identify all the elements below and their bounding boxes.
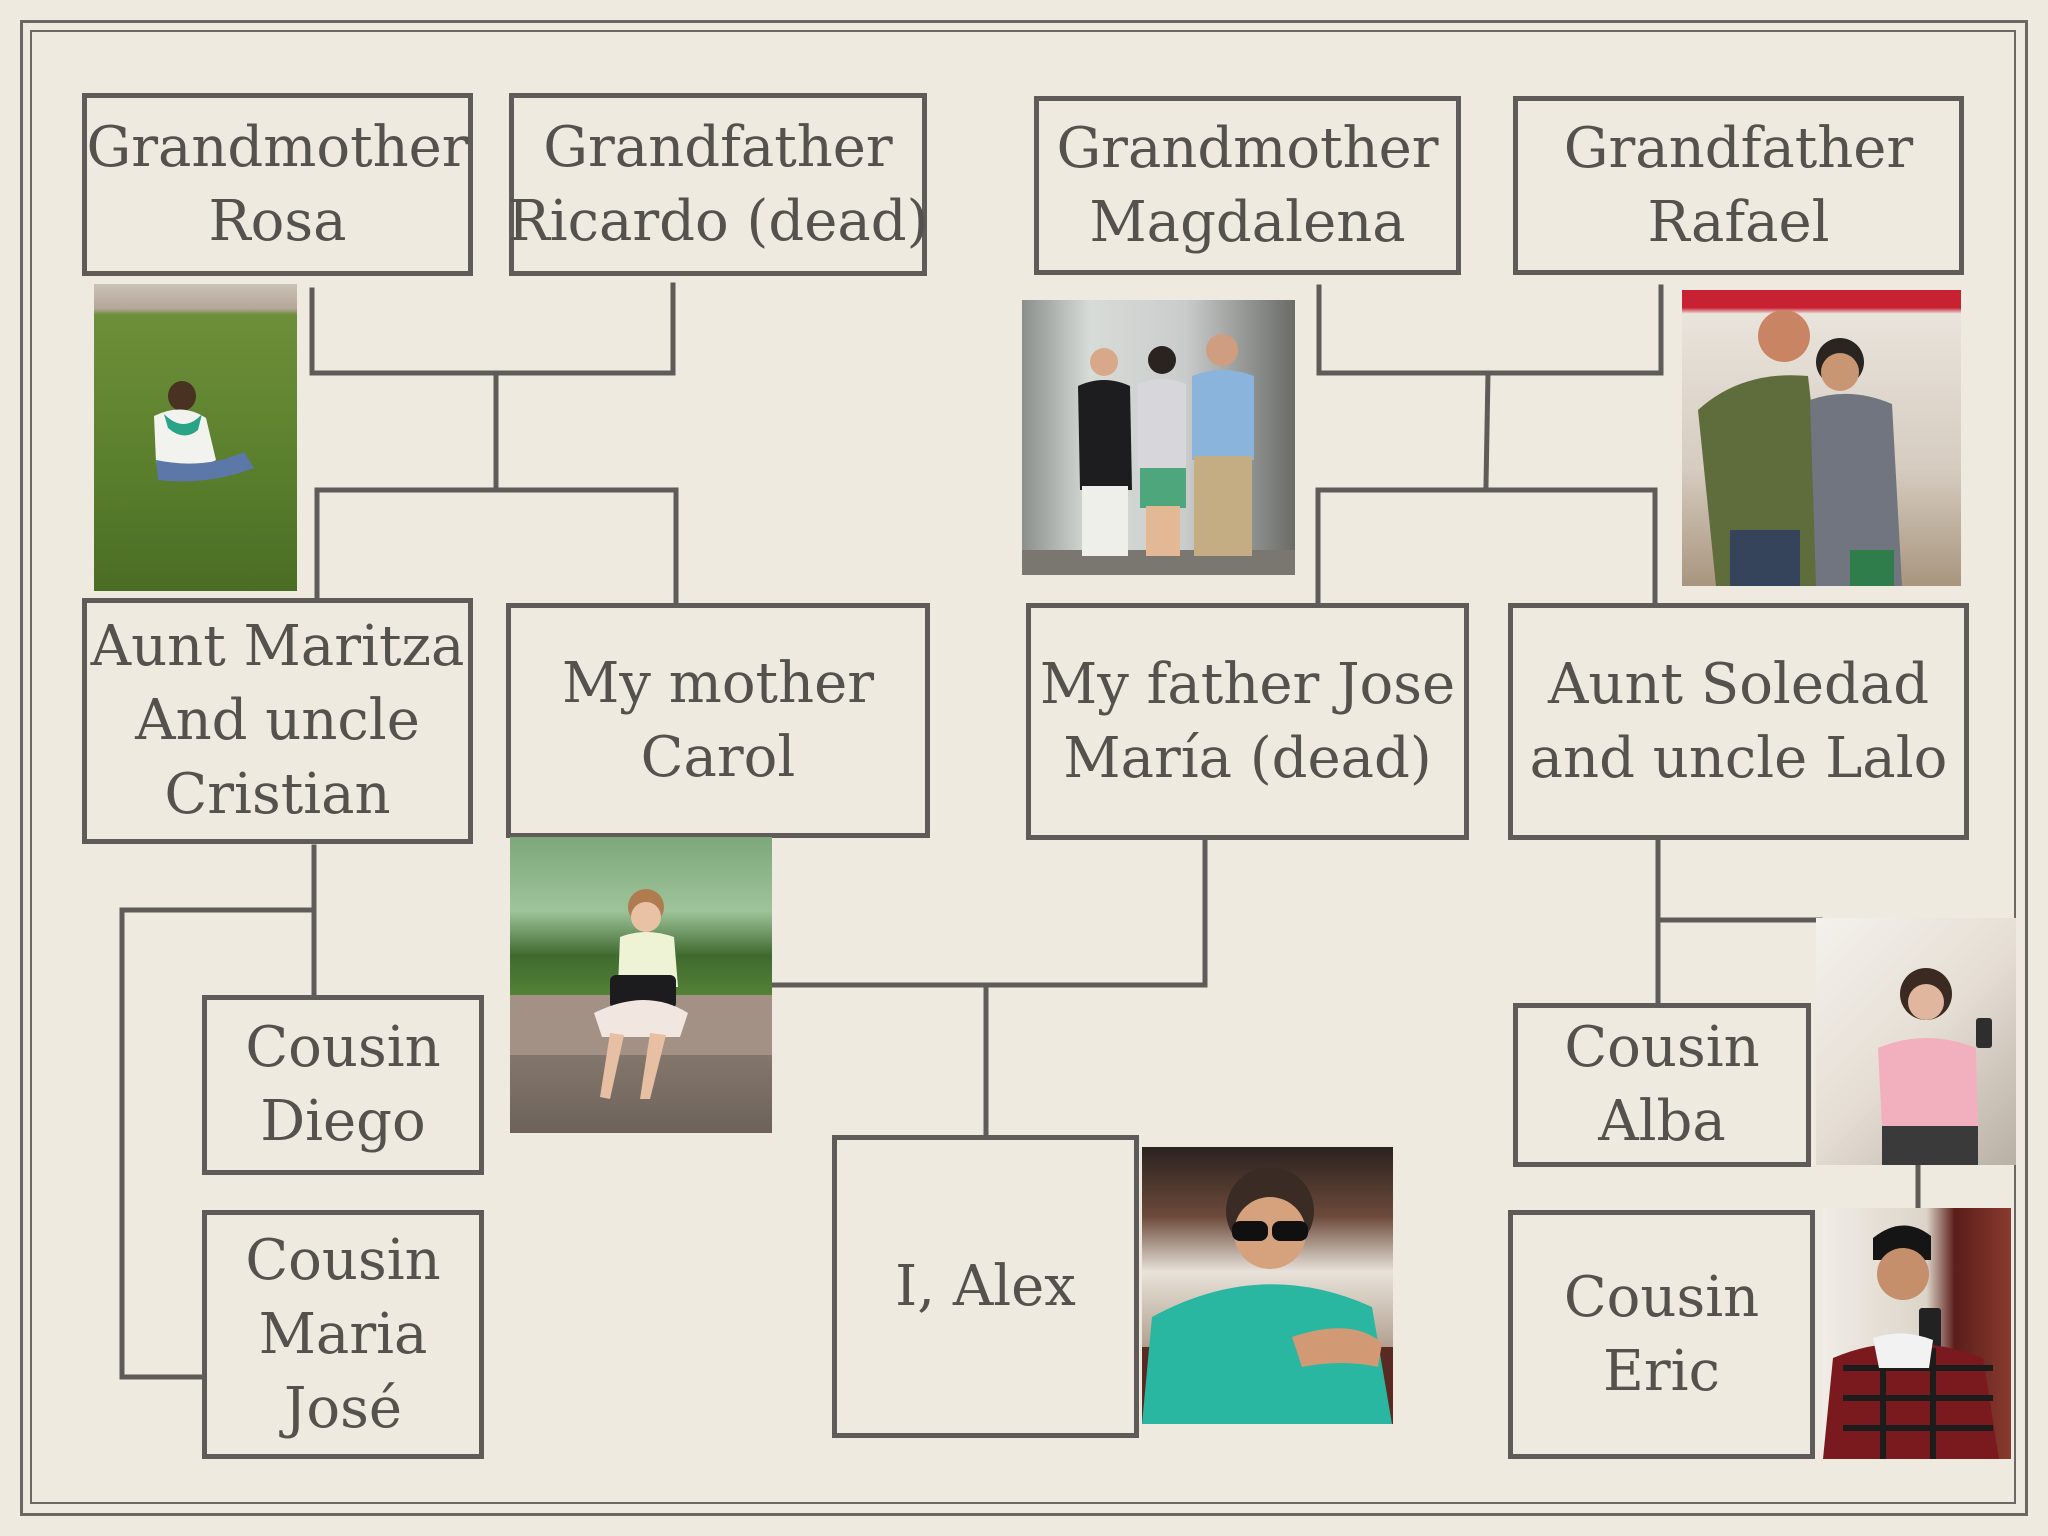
box-text-line: I, Alex [895, 1253, 1076, 1319]
connector-maritza-left [119, 907, 317, 1380]
box-text-line: and uncle Lalo [1529, 725, 1948, 791]
grandmother-rosa-box: Grandmother Rosa [82, 93, 473, 276]
photo-cousin-alba [1816, 918, 2016, 1165]
box-text-line: Grandmother [1056, 115, 1439, 181]
box-text-line: Diego [260, 1089, 426, 1154]
cousin-maria-jose-box: Cousin Maria José [202, 1210, 484, 1459]
grandmother-magdalena-box: Grandmother Magdalena [1034, 96, 1461, 275]
connector-soledad-down [1655, 839, 1823, 923]
box-text-line: María (dead) [1063, 725, 1432, 791]
aunt-soledad-box: Aunt Soledad and uncle Lalo [1508, 603, 1969, 840]
photo-cousin-eric [1823, 1208, 2011, 1459]
connector-rosa-ricardo [309, 282, 676, 376]
connector-magdalena-rafael [1316, 284, 1664, 376]
box-text-line: Aunt Maritza [90, 614, 465, 679]
box-text-line: Cristian [164, 762, 391, 827]
photo-grandmother-rosa [94, 284, 297, 591]
cousin-eric-box: Cousin Eric [1508, 1210, 1815, 1459]
father-jose-box: My father Jose María (dead) [1026, 603, 1469, 840]
connector-maternal-children [314, 487, 679, 605]
inner-frame [30, 30, 2016, 1504]
box-text-line: My father Jose [1039, 651, 1456, 717]
box-text-line: Grandmother [86, 114, 469, 180]
box-text-line: And uncle [135, 688, 420, 753]
cousin-diego-box: Cousin Diego [202, 995, 484, 1175]
connector-parents-alex [769, 839, 1208, 988]
box-text-line: Aunt Soledad [1547, 651, 1930, 717]
box-text-line: Cousin [1564, 1015, 1760, 1080]
box-text-line: Rafael [1647, 189, 1830, 255]
outer-frame [20, 20, 2028, 1516]
box-text-line: José [283, 1375, 403, 1441]
aunt-maritza-box: Aunt Maritza And uncle Cristian [82, 598, 473, 844]
mother-carol-box: My mother Carol [506, 603, 930, 838]
connector-paternal-children [1315, 487, 1658, 605]
box-text-line: Ricardo (dead) [507, 188, 929, 254]
box-text-line: Cousin [245, 1015, 441, 1080]
box-text-line: Alba [1598, 1089, 1726, 1154]
cousin-alba-box: Cousin Alba [1513, 1003, 1811, 1167]
connector-paternal-down [1483, 370, 1491, 488]
box-text-line: My mother [561, 650, 875, 716]
box-text-line: Grandfather [543, 114, 893, 180]
box-text-line: Rosa [208, 188, 347, 254]
box-text-line: Cousin [1563, 1264, 1760, 1330]
box-text-line: Carol [640, 724, 796, 790]
box-text-line: Maria [258, 1301, 428, 1367]
photo-mother-carol [510, 837, 772, 1133]
me-alex-box: I, Alex [832, 1135, 1139, 1438]
grandfather-rafael-box: Grandfather Rafael [1513, 96, 1964, 275]
box-text-line: Eric [1603, 1338, 1720, 1404]
box-text-line: Grandfather [1563, 115, 1914, 181]
photo-me-alex [1142, 1147, 1393, 1424]
photo-grandfather-rafael [1682, 290, 1961, 586]
box-text-line: Magdalena [1089, 189, 1406, 255]
box-text-line: Cousin [245, 1227, 441, 1293]
grandfather-ricardo-box: Grandfather Ricardo (dead) [507, 93, 929, 276]
photo-grandparents-paternal [1022, 300, 1295, 575]
